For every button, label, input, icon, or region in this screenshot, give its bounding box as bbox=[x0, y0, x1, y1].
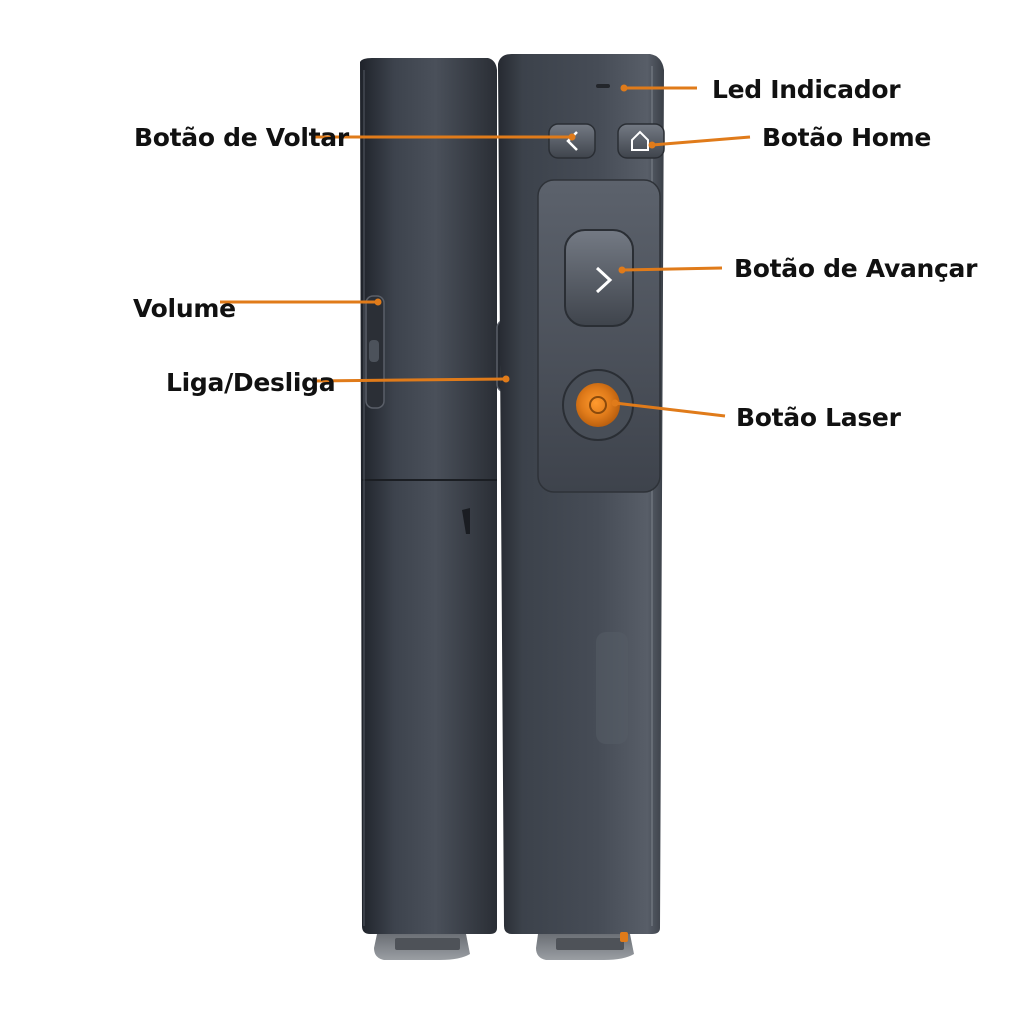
device-front-view bbox=[498, 54, 665, 960]
label-volume: Volume bbox=[133, 294, 236, 323]
callout-dots bbox=[374, 84, 656, 407]
label-forward-button: Botão de Avançar bbox=[734, 254, 978, 283]
home-button[interactable] bbox=[617, 123, 665, 159]
laser-dot-icon bbox=[576, 383, 620, 427]
home-icon bbox=[631, 130, 649, 151]
label-laser-button: Botão Laser bbox=[736, 403, 901, 432]
callout-lines bbox=[220, 86, 751, 418]
chevron-right-icon bbox=[595, 266, 613, 294]
label-home-button: Botão Home bbox=[762, 123, 932, 152]
forward-button[interactable] bbox=[564, 229, 634, 327]
label-back-button: Botão de Voltar bbox=[134, 123, 349, 152]
led-indicator bbox=[596, 84, 610, 88]
callout-line-home bbox=[651, 135, 751, 147]
callout-line-liga bbox=[311, 377, 507, 383]
button-panel bbox=[537, 179, 661, 493]
back-button[interactable] bbox=[548, 123, 596, 159]
label-led-indicator: Led Indicador bbox=[712, 75, 901, 104]
lower-window bbox=[596, 632, 628, 744]
callout-line-laser bbox=[614, 401, 726, 418]
device-side-view bbox=[360, 58, 497, 960]
callout-line-avancar bbox=[621, 266, 723, 272]
laser-button[interactable] bbox=[562, 369, 634, 441]
label-power-switch: Liga/Desliga bbox=[166, 368, 336, 397]
